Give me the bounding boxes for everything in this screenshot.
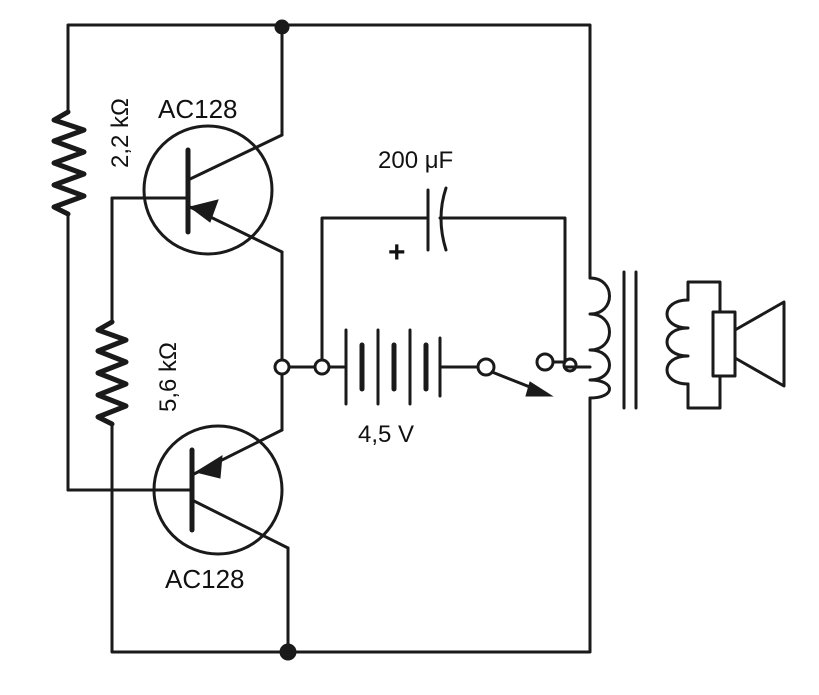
battery (313, 328, 480, 406)
r2-value-label: 5,6 kΩ (155, 342, 182, 412)
q1-type-label: AC128 (158, 94, 238, 124)
q2-emitter-arrow (194, 455, 223, 479)
capacitor (320, 186, 567, 369)
switch-contact-right (535, 352, 555, 372)
output-transformer (563, 270, 722, 410)
q1-emitter-arrow (188, 199, 219, 223)
resistor-r1 (51, 109, 87, 492)
switch-contact-left (476, 357, 496, 377)
switch-lever-arrow (525, 381, 554, 397)
mid-junction-dot (273, 358, 291, 376)
battery-voltage-label: 4,5 V (358, 421, 414, 448)
transistor-q2 (66, 424, 290, 600)
capacitor-plus-sign: + (388, 236, 406, 269)
r1-value-label: 2,2 kΩ (107, 98, 134, 168)
transistor-q1 (110, 124, 284, 256)
resistor-r2 (95, 196, 129, 434)
battery-left-terminal (313, 358, 331, 376)
capacitor-value-label: 200 μF (378, 147, 453, 174)
power-switch[interactable] (476, 352, 578, 397)
speaker-icon (711, 300, 786, 388)
transformer-junction-dot (562, 357, 578, 373)
bottom-rail (110, 396, 592, 661)
top-rail (66, 19, 592, 280)
q2-type-label: AC128 (165, 564, 245, 594)
mid-node (273, 250, 324, 432)
top-junction-dot (274, 19, 290, 35)
bottom-junction-dot (279, 643, 297, 661)
